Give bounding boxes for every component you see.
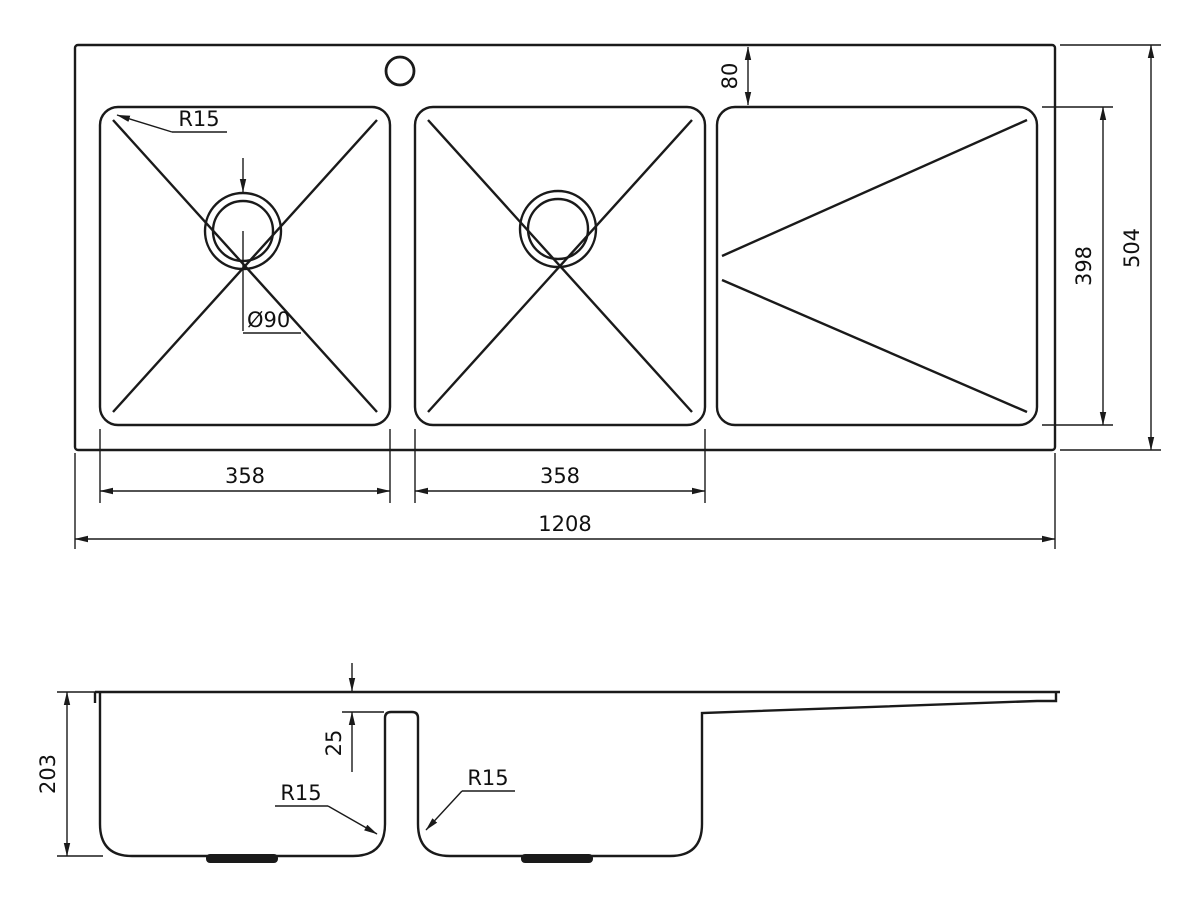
dimension-faucet-offset: 80 xyxy=(718,46,752,106)
dimension-overall-width: 504 xyxy=(1060,44,1161,451)
middle-bowl-outline xyxy=(413,105,707,427)
left-bowl xyxy=(98,105,392,427)
dim-label-corner-radius: R15 xyxy=(178,107,219,131)
dimension-overall-length: 1208 xyxy=(74,453,1056,549)
dimension-bowl-height: 203 xyxy=(36,691,103,857)
left-bottom-radius-callout: R15 xyxy=(275,781,378,835)
radius-leader-line xyxy=(425,790,463,831)
drainboard-groove xyxy=(721,278,1028,414)
dim-label-faucet-offset: 80 xyxy=(718,63,742,90)
dim-label-drain-diameter: Ø90 xyxy=(247,308,290,332)
left-bowl-outline xyxy=(98,105,392,427)
middle-drain-inner-ring xyxy=(526,197,590,261)
dim-label-overall-width: 504 xyxy=(1120,228,1144,268)
dim-label-bowl-depth: 398 xyxy=(1072,246,1096,286)
dim-label-left-corner-radius: R15 xyxy=(280,781,321,805)
right-drain-boss xyxy=(521,854,593,863)
corner-radius-callout: R15 xyxy=(116,107,227,133)
right-bottom-radius-callout: R15 xyxy=(425,766,515,831)
section-view: 203 25 R15 R15 xyxy=(36,663,1060,863)
drainboard-groove xyxy=(721,118,1028,258)
dimension-left-bowl-width: 358 xyxy=(99,429,391,503)
drainboard-outline xyxy=(715,105,1039,427)
middle-drain-outer-ring xyxy=(518,189,598,269)
radius-leader-line xyxy=(327,805,378,835)
dim-label-left-bowl-width: 358 xyxy=(225,464,265,488)
middle-bowl xyxy=(413,105,707,427)
dim-label-right-bowl-width: 358 xyxy=(540,464,580,488)
sink-outline xyxy=(73,43,1057,452)
drain-diameter-callout: Ø90 xyxy=(239,158,301,334)
dim-label-divider-offset: 25 xyxy=(322,730,346,757)
dimension-bowl-depth: 398 xyxy=(1042,106,1113,426)
radius-leader-line xyxy=(116,114,173,133)
left-drain-boss xyxy=(206,854,278,863)
dim-label-right-corner-radius: R15 xyxy=(467,766,508,790)
section-profile xyxy=(98,692,1058,858)
left-bowl-diagonal xyxy=(112,119,378,413)
dimension-right-bowl-width: 358 xyxy=(414,429,706,503)
faucet-hole xyxy=(384,55,416,87)
dim-label-bowl-height: 203 xyxy=(36,754,60,794)
dimension-divider-offset: 25 xyxy=(322,663,384,772)
dim-label-overall-length: 1208 xyxy=(538,512,591,536)
top-view: Ø90 80 R15 xyxy=(73,43,1161,549)
drainboard xyxy=(715,105,1039,427)
